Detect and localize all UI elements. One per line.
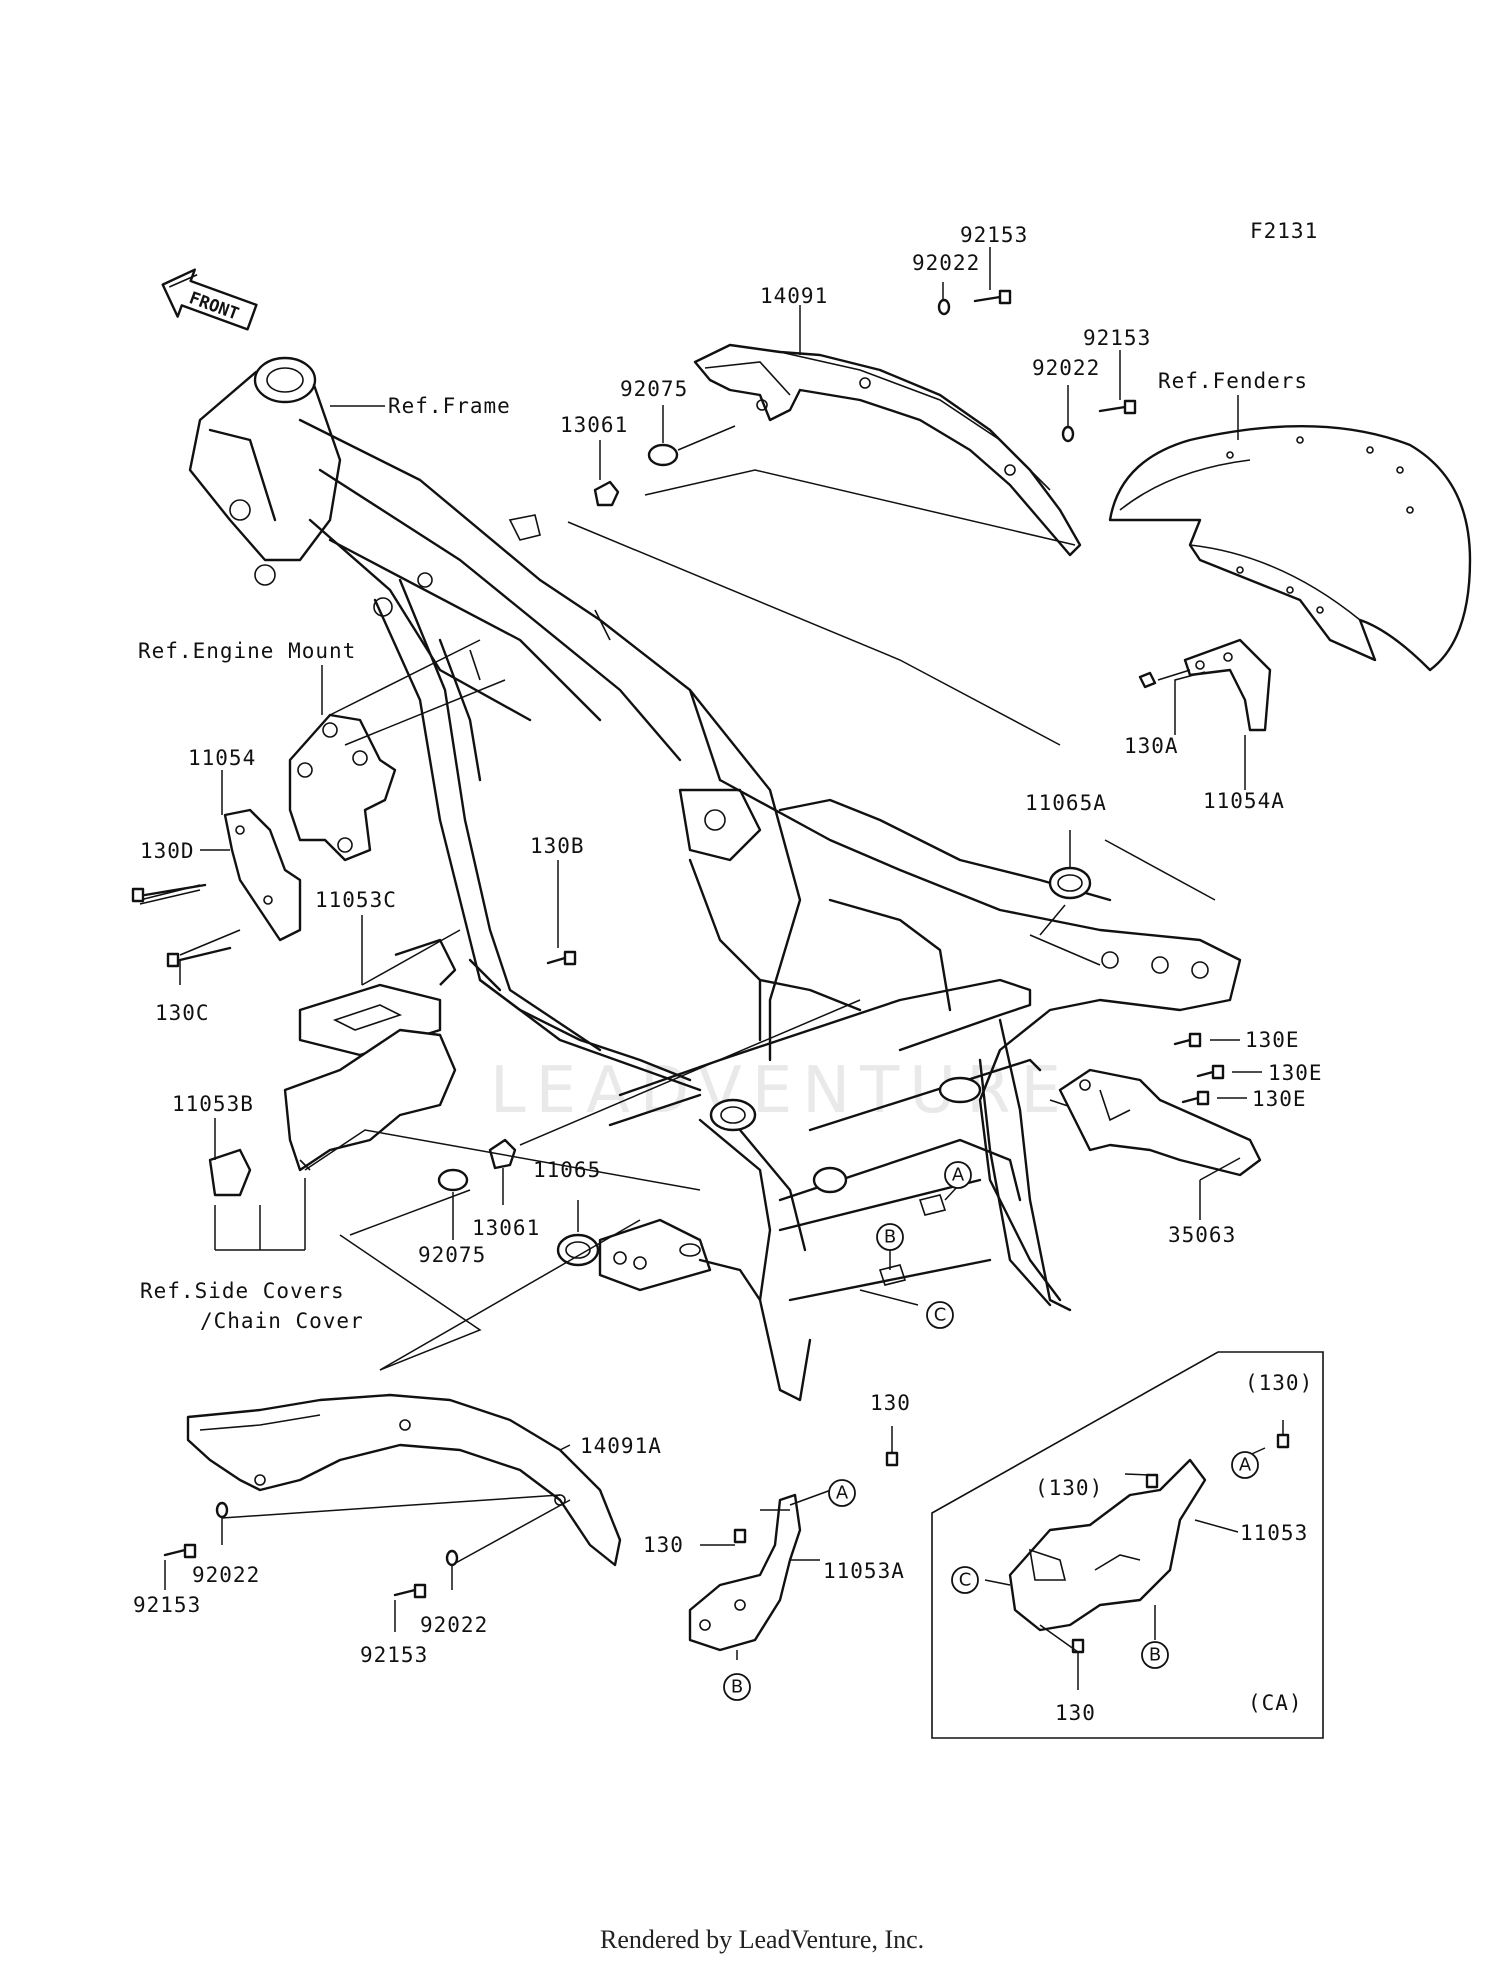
svg-text:B: B [884,1227,896,1248]
fender-14091A [186,1393,622,1567]
bracket-11053A [688,1493,802,1652]
label-130E-c: 130E [1252,1087,1307,1111]
label-ca: (CA) [1248,1691,1303,1715]
label-11053: 11053 [1240,1521,1308,1545]
label-130B: 130B [530,834,585,858]
callout-b-3: B [1141,1641,1169,1669]
label-ref-fenders: Ref.Fenders [1158,369,1308,393]
front-arrow-icon: FRONT [161,268,258,331]
label-92022-b: 92022 [1032,356,1100,380]
label-92153-a: 92153 [960,223,1028,247]
bracket-11054A [1138,638,1272,732]
label-92075-a: 92075 [620,377,688,401]
label-130C: 130C [155,1001,210,1025]
label-11054A: 11054A [1203,789,1285,813]
label-92022-c: 92022 [192,1563,260,1587]
fender-14091 [693,343,1082,557]
cover-11053B [208,1028,457,1197]
label-chain-cover: /Chain Cover [200,1309,364,1333]
label-130E-b: 130E [1268,1061,1323,1085]
ca-inset [931,1351,1324,1739]
leader-lines [164,247,1284,1690]
label-130A: 130A [1124,734,1179,758]
label-92022-a: 92022 [912,251,980,275]
callout-a-1: A [944,1161,972,1189]
svg-text:A: A [1239,1455,1252,1476]
callout-c-2: C [951,1566,979,1594]
bracket-35063 [1058,1068,1262,1177]
label-13061-a: 13061 [560,413,628,437]
label-11053A: 11053A [823,1559,905,1583]
label-35063: 35063 [1168,1223,1236,1247]
svg-text:C: C [934,1305,947,1326]
swing-arm [598,978,1091,1402]
label-92153-d: 92153 [360,1643,428,1667]
label-14091A: 14091A [580,1434,662,1458]
callout-c-1: C [926,1301,954,1329]
frame [188,356,1242,1302]
svg-text:B: B [731,1677,743,1698]
label-130D: 130D [140,839,195,863]
label-11054: 11054 [188,746,256,770]
label-130-c: 130 [1055,1701,1096,1725]
callout-b-2: B [723,1673,751,1701]
svg-text:C: C [959,1570,972,1591]
engine-mount-bracket [139,713,397,956]
label-130-paren-a: (130) [1245,1371,1313,1395]
svg-text:B: B [1149,1645,1161,1666]
label-130E-a: 130E [1245,1028,1300,1052]
label-11053B: 11053B [172,1092,254,1116]
rear-fender [1108,424,1472,672]
label-14091: 14091 [760,284,828,308]
callout-a-3: A [1231,1451,1259,1479]
label-92075-b: 92075 [418,1243,486,1267]
label-92153-c: 92153 [133,1593,201,1617]
label-130-a: 130 [870,1391,911,1415]
label-130-b: 130 [643,1533,684,1557]
label-92022-d: 92022 [420,1613,488,1637]
label-92153-b: 92153 [1083,326,1151,350]
label-ref-frame: Ref.Frame [388,394,511,418]
callout-b-1: B [876,1223,904,1251]
label-13061-b: 13061 [472,1216,540,1240]
label-130-paren-b: (130) [1035,1476,1103,1500]
label-11053C: 11053C [315,888,397,912]
callout-a-2: A [828,1479,856,1507]
svg-text:A: A [952,1165,965,1186]
footer-credit: Rendered by LeadVenture, Inc. [600,1925,924,1954]
small-parts [131,289,1290,1654]
label-ref-side-covers: Ref.Side Covers [140,1279,345,1303]
diagram-code: F2131 [1250,219,1318,243]
label-11065: 11065 [533,1158,601,1182]
svg-text:A: A [836,1483,849,1504]
label-11065A: 11065A [1025,791,1107,815]
label-ref-engine-mount: Ref.Engine Mount [138,639,356,663]
